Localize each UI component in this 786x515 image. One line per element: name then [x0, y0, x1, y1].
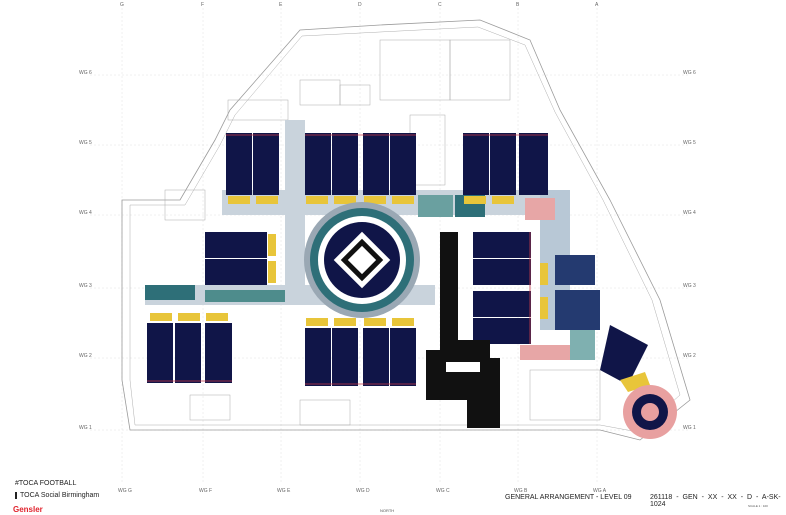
- bay: [463, 133, 489, 195]
- grid-label-bottom: WG A: [593, 488, 607, 494]
- grid-label-right: WG 5: [683, 140, 696, 146]
- bay-stripes: [147, 134, 548, 385]
- bay-group-left-middle: [205, 232, 267, 285]
- bay-group-top-right: [463, 133, 548, 195]
- bay-group-top-center: [305, 133, 416, 195]
- grid-label-top: F: [201, 2, 205, 8]
- bay: [305, 133, 331, 195]
- bay: [363, 328, 389, 386]
- bay: [519, 133, 548, 195]
- bay: [473, 318, 531, 344]
- bay: [205, 323, 232, 383]
- building-outline: [121, 19, 691, 441]
- grid-label-left: WG 5: [79, 140, 92, 146]
- bay-group-bottom-center: [305, 328, 416, 386]
- bay-group-top-left: [226, 133, 279, 195]
- grid-label-right: WG 2: [683, 353, 696, 359]
- grid-label-left: WG 2: [79, 353, 92, 359]
- sheet-code: 261118 - GEN - XX - XX - D - A-SK-1024: [650, 494, 781, 508]
- bay: [175, 323, 201, 383]
- black-path: [426, 232, 500, 428]
- grid-label-top: D: [358, 2, 362, 8]
- bay: [305, 328, 331, 386]
- bay-angled-right: [600, 325, 648, 385]
- grid-label-left: WG 3: [79, 283, 92, 289]
- grid-label-bottom: WG B: [514, 488, 528, 494]
- project-name: TOCA Social Birmingham: [15, 492, 99, 499]
- grid-label-right: WG 3: [683, 283, 696, 289]
- bay: [363, 133, 389, 195]
- grid-label-bottom: WG G: [118, 488, 132, 494]
- grid-label-top: C: [438, 2, 442, 8]
- bay: [205, 232, 267, 258]
- grid-label-bottom: WG F: [199, 488, 213, 494]
- bay: [253, 133, 279, 195]
- north-label: NORTH: [380, 508, 395, 513]
- bay: [147, 323, 173, 383]
- grid-label-left: WG 1: [79, 425, 92, 431]
- bay: [490, 133, 516, 195]
- bay: [332, 328, 358, 386]
- bay: [390, 328, 416, 386]
- sheet-title: GENERAL ARRANGEMENT - LEVEL 09: [505, 494, 632, 501]
- bay: [226, 133, 252, 195]
- bay: [473, 259, 531, 285]
- company-logo: Gensler: [13, 505, 43, 514]
- bay-group-right-middle: [473, 232, 531, 344]
- scale-label: SCALE 1 : 100: [748, 504, 768, 508]
- project-hashtag: #TOCA FOOTBALL: [15, 480, 77, 487]
- central-arena: [304, 202, 420, 318]
- bay: [332, 133, 358, 195]
- bay: [205, 259, 267, 285]
- bay: [390, 133, 416, 195]
- grid-label-right: WG 1: [683, 425, 696, 431]
- grid-label-bottom: WG C: [436, 488, 450, 494]
- round-pod: [623, 385, 677, 439]
- grid-label-left: WG 6: [79, 70, 92, 76]
- grid-label-top: A: [595, 2, 599, 8]
- grid-label-bottom: WG D: [356, 488, 370, 494]
- grid-label-right: WG 4: [683, 210, 696, 216]
- bay: [473, 232, 531, 258]
- grid-label-bottom: WG E: [277, 488, 291, 494]
- bay: [600, 325, 648, 385]
- grid-label-left: WG 4: [79, 210, 92, 216]
- bay: [473, 291, 531, 317]
- service-rooms: [164, 39, 601, 426]
- grid-label-right: WG 6: [683, 70, 696, 76]
- grid-label-top: G: [120, 2, 124, 8]
- grid-label-top: E: [279, 2, 283, 8]
- grid-label-top: B: [516, 2, 520, 8]
- bay-group-bottom-left: [147, 323, 232, 383]
